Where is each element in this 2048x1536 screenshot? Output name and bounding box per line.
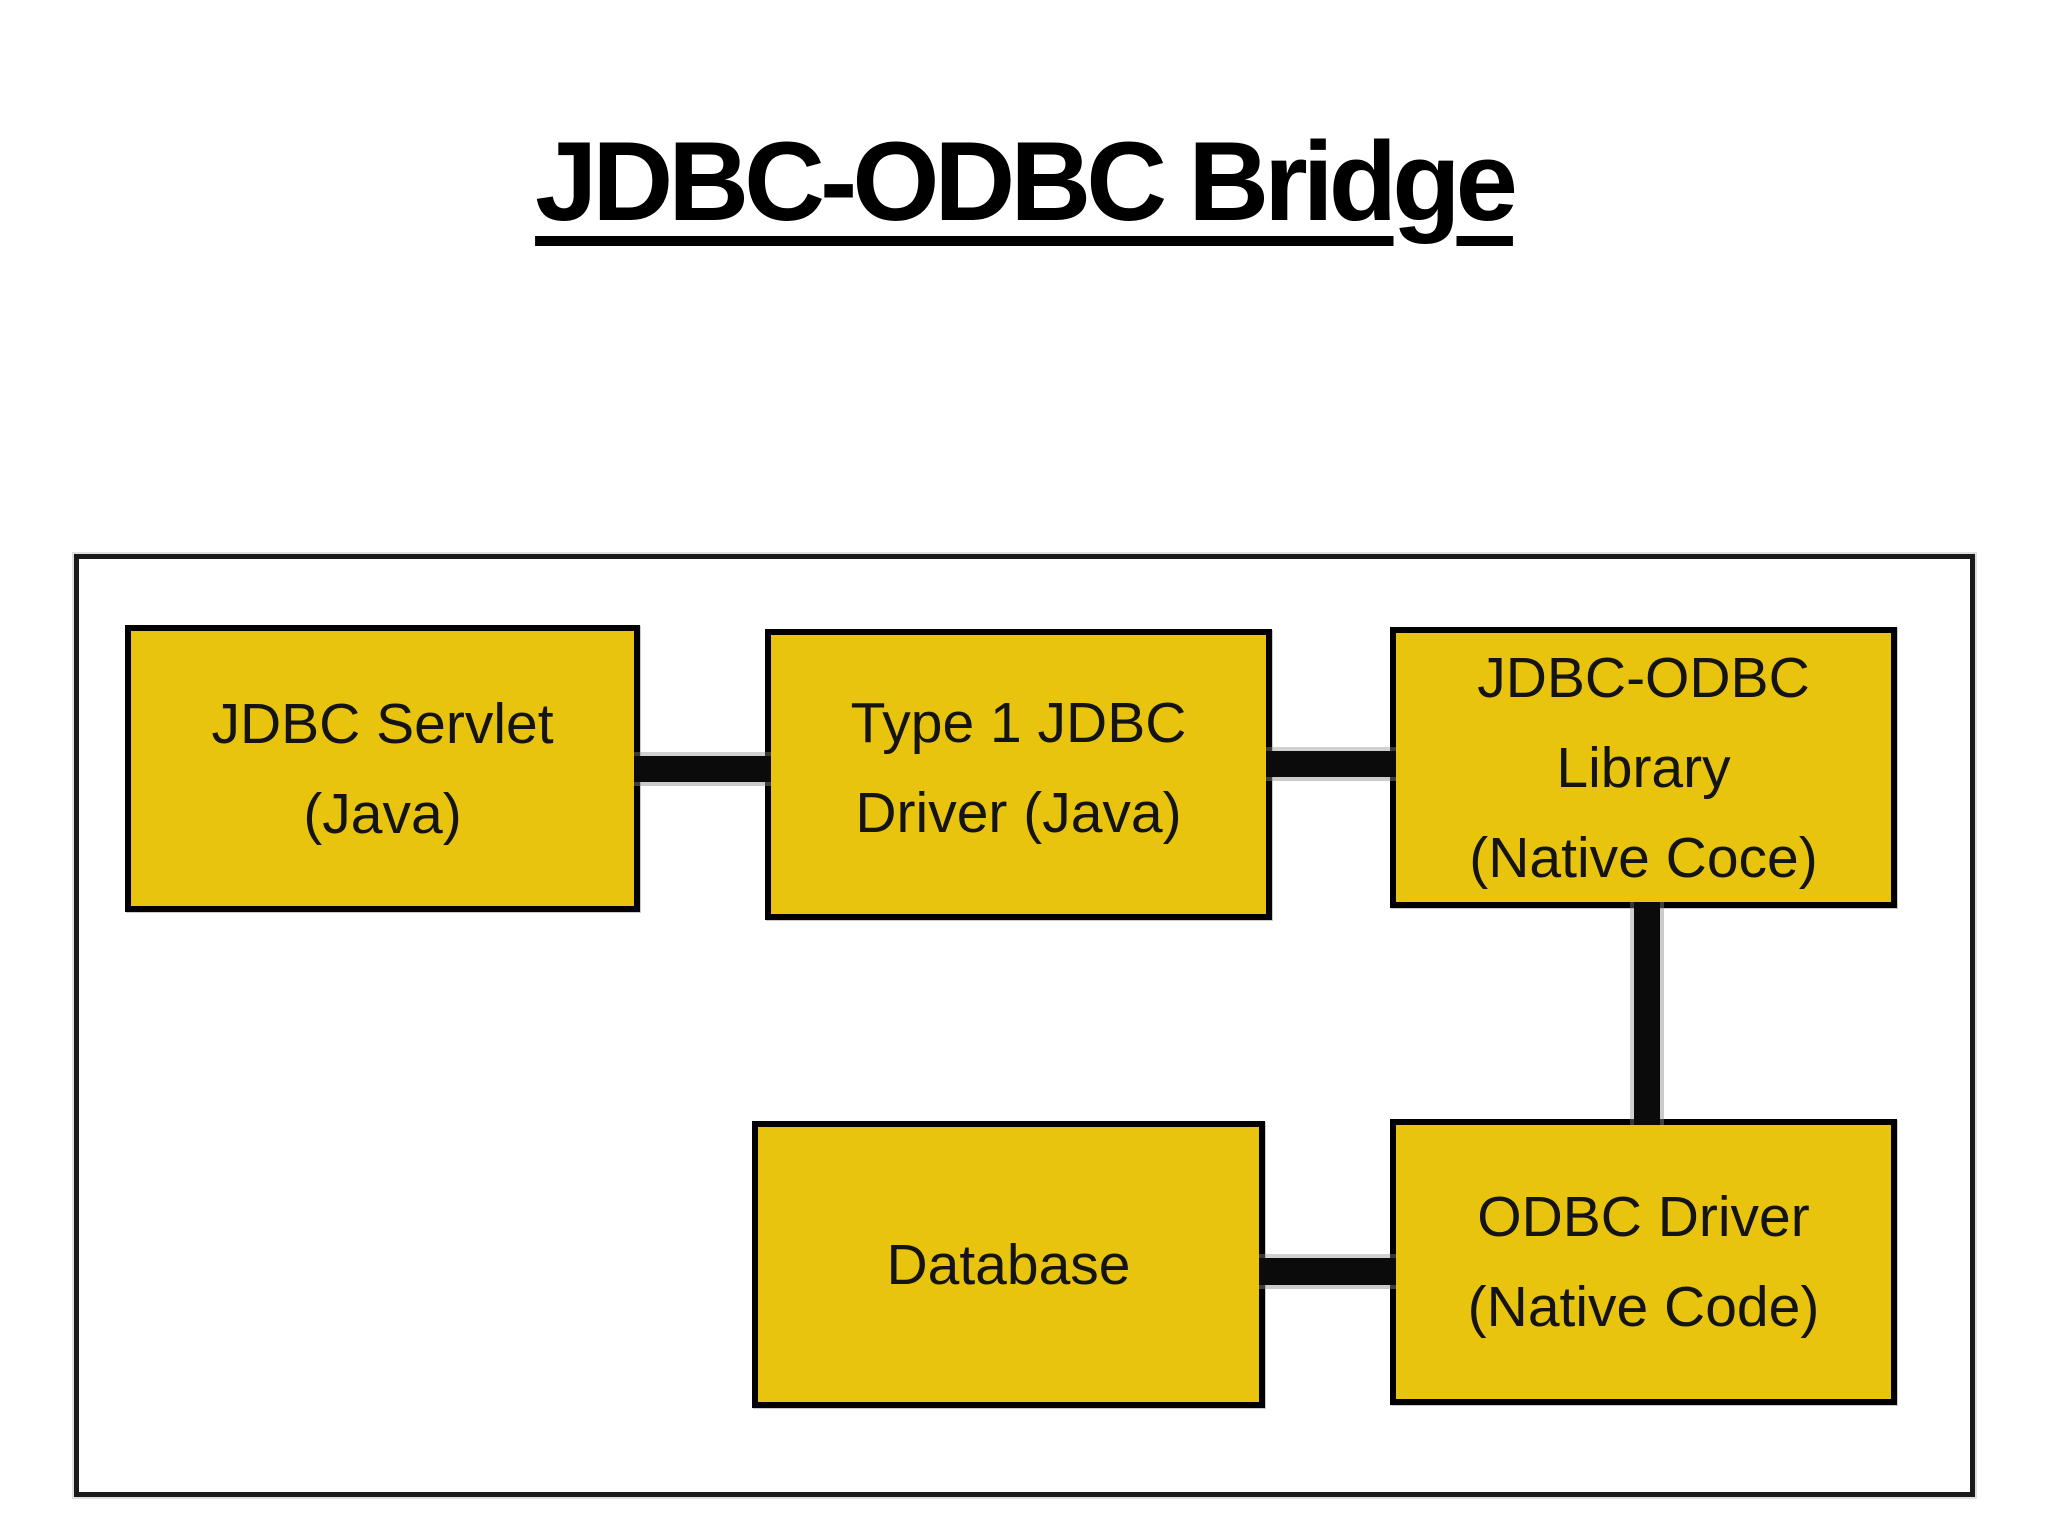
- node-database: Database: [752, 1121, 1265, 1408]
- node-label-line: (Java): [303, 781, 462, 846]
- node-label-line: JDBC-ODBC: [1477, 645, 1810, 710]
- node-type1-jdbc-driver: Type 1 JDBC Driver (Java): [765, 629, 1272, 920]
- connector-servlet-to-driver: [634, 756, 771, 782]
- connector-database-to-odbc: [1259, 1258, 1396, 1285]
- node-label-line: Database: [886, 1232, 1131, 1297]
- page-title: JDBC-ODBC Bridge: [535, 119, 1518, 244]
- node-label-line: Library: [1556, 735, 1731, 800]
- node-label-line: JDBC Servlet: [211, 691, 554, 756]
- node-odbc-driver: ODBC Driver (Native Code): [1390, 1119, 1897, 1405]
- node-label-line: Type 1 JDBC: [850, 690, 1187, 755]
- connector-library-to-odbc: [1634, 902, 1660, 1125]
- node-jdbc-odbc-library: JDBC-ODBC Library (Native Coce): [1390, 627, 1897, 908]
- node-jdbc-servlet: JDBC Servlet (Java): [125, 625, 640, 912]
- node-label-line: Driver (Java): [855, 780, 1182, 845]
- node-label-line: (Native Coce): [1469, 825, 1818, 890]
- node-label-line: ODBC Driver: [1477, 1185, 1810, 1249]
- node-label-line: (Native Code): [1467, 1275, 1820, 1339]
- connector-driver-to-library: [1266, 751, 1396, 777]
